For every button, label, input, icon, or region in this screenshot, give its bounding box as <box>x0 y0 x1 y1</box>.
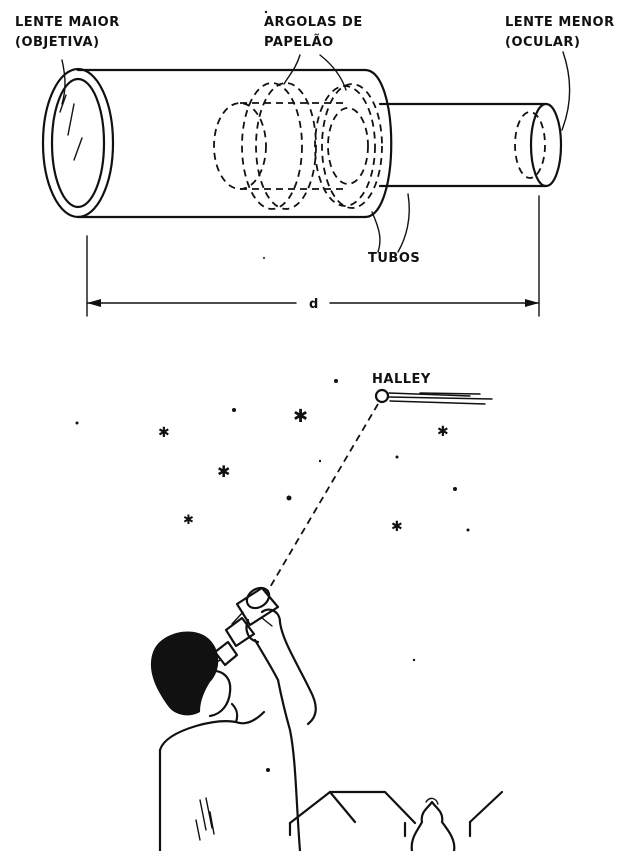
objective-lens <box>41 67 115 219</box>
stars: ✱ ✱ ✱ ✱ ✱ ✱ <box>75 379 470 772</box>
objective-lens-label-1: LENTE MAIOR <box>15 15 120 30</box>
eyepiece-label-2: (OCULAR) <box>505 35 580 50</box>
distance-dimension <box>86 195 540 317</box>
held-telescope <box>213 586 280 667</box>
torso-right <box>276 678 302 851</box>
rings-label-2: PAPELÃO <box>264 34 334 50</box>
eyepiece-label-1: LENTE MENOR <box>505 15 615 30</box>
star-icon: ✱ <box>158 425 170 441</box>
observer <box>150 586 317 851</box>
star-icon: ✱ <box>183 513 194 528</box>
star-icon: ✱ <box>217 462 230 481</box>
star-icon: ✱ <box>437 424 449 440</box>
hair <box>150 631 219 716</box>
eyepiece-lens-outline <box>514 111 546 179</box>
comet-label: HALLEY <box>372 372 431 387</box>
leader-lines <box>61 51 571 253</box>
sight-line <box>265 403 379 595</box>
tubes-label: TUBOS <box>368 251 420 266</box>
telescope-diagram: LENTE MAIOR (OBJETIVA) ARGOLAS DE PAPELÃ… <box>15 15 615 317</box>
star-icon: ✱ <box>293 406 308 427</box>
raised-arm <box>260 608 317 726</box>
eyepiece-tube <box>378 102 563 188</box>
face <box>206 669 232 718</box>
houses <box>288 790 504 851</box>
house-roof-2 <box>468 790 504 824</box>
star-icon: ✱ <box>391 519 403 535</box>
tree <box>410 800 456 851</box>
cardboard-rings <box>213 82 383 210</box>
house-roof <box>288 790 417 825</box>
rings-label-1: ARGOLAS DE <box>264 15 363 30</box>
hand <box>245 618 260 644</box>
objective-lens-label-2: (OBJETIVA) <box>15 35 100 50</box>
distance-label: d <box>309 297 319 312</box>
shoulder <box>158 702 239 851</box>
objective-tube <box>41 67 393 219</box>
observation-scene: HALLEY ✱ ✱ ✱ ✱ ✱ ✱ <box>75 10 504 851</box>
comet-halley <box>374 388 493 405</box>
